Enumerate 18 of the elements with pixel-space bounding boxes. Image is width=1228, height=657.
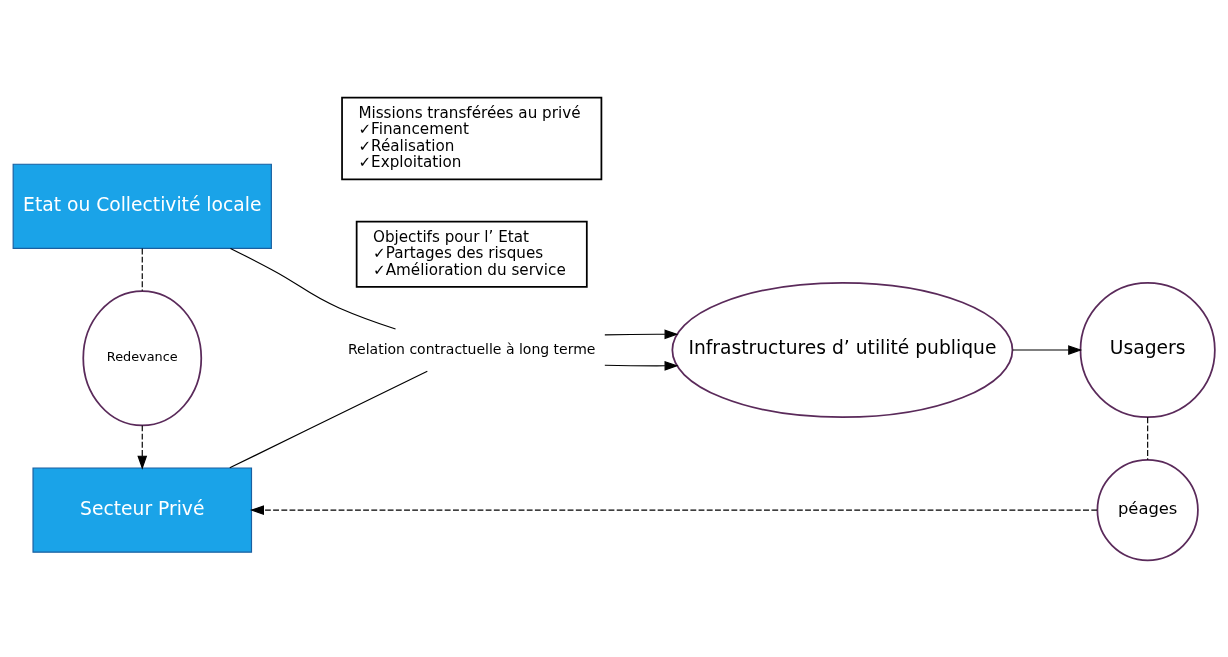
node-circle: Usagers: [1079, 281, 1216, 418]
arrow: [137, 424, 148, 470]
arrow: [604, 328, 679, 339]
node-box: Etat ou Collectivité locale: [12, 163, 272, 249]
node-text: Relation contractuelle à long terme: [347, 340, 596, 357]
arrow: [249, 504, 1098, 515]
node-box: Secteur Privé: [32, 466, 253, 553]
connector: [141, 247, 143, 291]
connector: [229, 370, 428, 468]
node-circle: péages: [1096, 458, 1199, 561]
node-ellipse: Redevance: [82, 289, 203, 426]
node-ellipse: Infrastructures d’ utilité publique: [671, 281, 1014, 418]
arrow: [604, 360, 679, 371]
arrow: [1012, 344, 1083, 355]
node-box: Missions transférées au privé ✓Financement ✓Réalisation ✓Exploitation: [341, 96, 603, 180]
node-box: Objectifs pour l’ Etat ✓Partages des risques ✓Amélioration du service: [355, 220, 588, 288]
connector: [1147, 416, 1149, 460]
connector: [229, 247, 397, 330]
